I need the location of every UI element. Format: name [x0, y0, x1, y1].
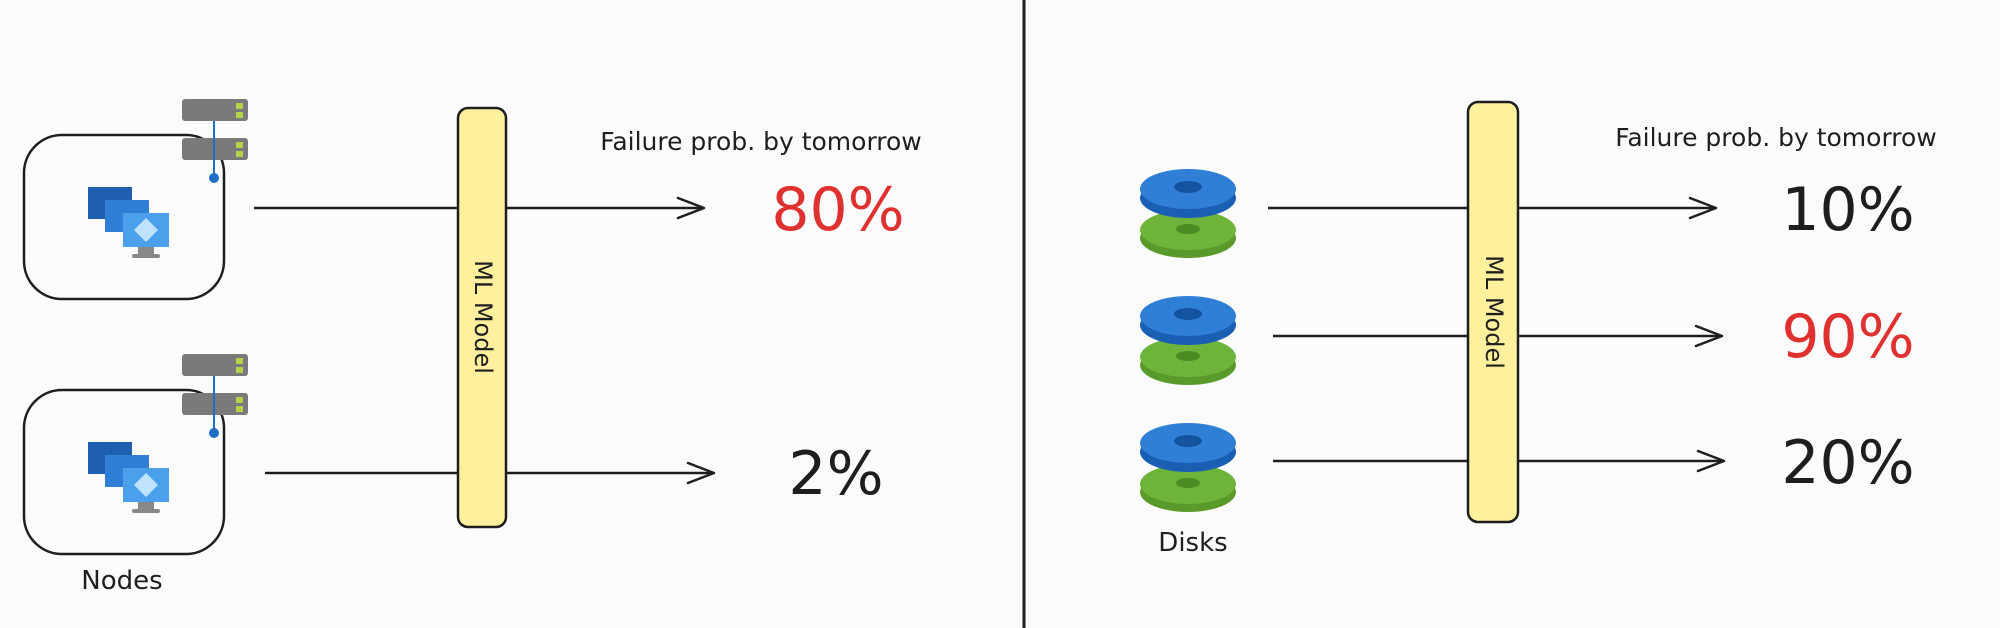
- virtual-machines-icon: [88, 187, 169, 258]
- nodes-label: Nodes: [81, 566, 162, 596]
- disk-icon: [1140, 169, 1236, 258]
- failure-prob-value-1: 10%: [1781, 175, 1914, 245]
- ml-model-bar: [1466, 100, 1520, 524]
- ml-model-bar: [456, 106, 508, 529]
- failure-prob-value-2: 90%: [1781, 302, 1914, 372]
- failure-prob-header: Failure prob. by tomorrow: [1615, 123, 1937, 152]
- right-panel: Disks ML Model Failure prob. by tomorrow…: [1140, 100, 1937, 558]
- server-icon: [182, 99, 248, 183]
- virtual-machines-icon: [88, 442, 169, 513]
- failure-prob-value-2: 2%: [788, 439, 883, 509]
- left-panel: Nodes ML Model Failure prob. by tomorrow…: [22, 99, 922, 596]
- failure-prob-header: Failure prob. by tomorrow: [600, 127, 922, 156]
- ml-model-label: ML Model: [1480, 255, 1508, 369]
- disk-icon: [1140, 423, 1236, 512]
- node-1: [22, 99, 248, 301]
- server-icon: [182, 354, 248, 438]
- node-2: [22, 354, 248, 556]
- ml-model-label: ML Model: [469, 260, 497, 374]
- failure-prob-value-3: 20%: [1781, 428, 1914, 498]
- disk-icon: [1140, 296, 1236, 385]
- disks-label: Disks: [1158, 528, 1227, 558]
- failure-prob-value-1: 80%: [771, 175, 904, 245]
